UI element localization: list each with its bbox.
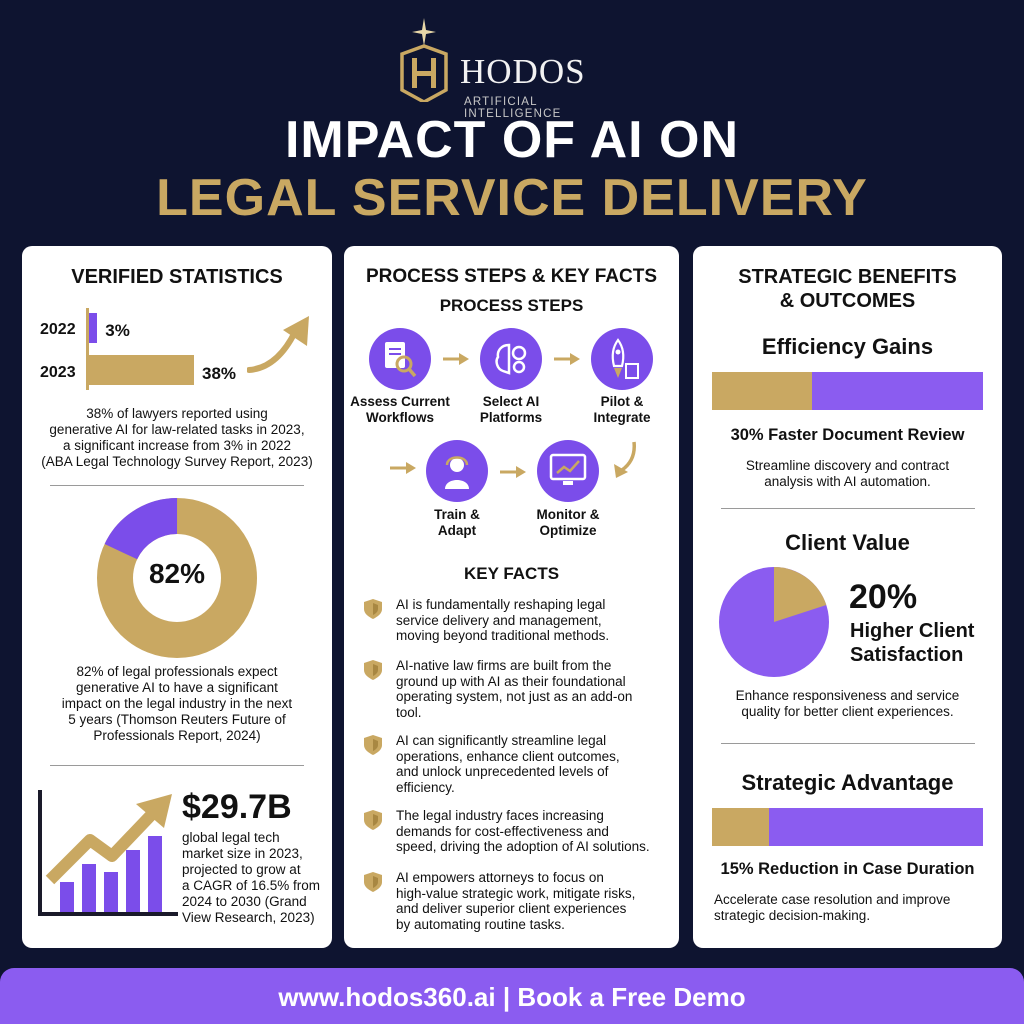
brain-gear-icon	[495, 343, 527, 375]
arrow-right-icon	[390, 462, 416, 474]
footer-cta-link[interactable]: www.hodos360.ai | Book a Free Demo	[278, 982, 746, 1012]
step-5-circle	[537, 440, 599, 502]
bar-label-2022: 3%	[105, 321, 130, 340]
arrow-right-icon	[443, 353, 469, 365]
trend-up-arrow-icon	[247, 316, 309, 373]
title-line-2: LEGAL SERVICE DELIVERY	[156, 169, 868, 227]
efficiency-bar-fill	[712, 372, 813, 410]
curved-arrow-icon	[614, 441, 636, 478]
donut-chart	[97, 498, 257, 658]
verified-statistics-card: VERIFIED STATISTICS 2022 2023 3% 38% 38%…	[22, 246, 332, 948]
bar-label-2023: 38%	[202, 364, 237, 383]
bar-category-2022: 2022	[40, 321, 76, 338]
shield-icon	[364, 599, 382, 619]
process-heading: PROCESS STEPS & KEY FACTS	[365, 266, 658, 287]
steps-heading: PROCESS STEPS	[439, 296, 584, 315]
process-card: PROCESS STEPS & KEY FACTS PROCESS STEPS …	[344, 246, 679, 948]
divider	[721, 508, 975, 509]
divider	[50, 485, 304, 486]
step-5-label: Monitor &Optimize	[536, 507, 600, 538]
client-pct: 20%	[849, 578, 918, 616]
divider	[721, 743, 975, 744]
logo-name: HODOS	[460, 52, 586, 91]
market-caption: global legal tech market size in 2023, p…	[182, 830, 321, 925]
document-search-icon	[385, 342, 417, 378]
growth-chart-icon	[38, 790, 178, 916]
arrow-right-icon	[500, 466, 526, 478]
rocket-icon	[611, 338, 639, 379]
monitor-chart-icon	[549, 453, 587, 485]
hodos-logo-icon	[400, 18, 448, 102]
client-pie-chart	[719, 567, 829, 677]
bar-category-2023: 2023	[40, 364, 76, 381]
bar-2023	[89, 355, 194, 385]
strategic-bar-fill	[712, 808, 769, 846]
shield-icon	[364, 660, 382, 680]
step-4-label: Train &Adapt	[434, 507, 480, 538]
benefits-heading-1: STRATEGIC BENEFITS	[738, 266, 957, 288]
step-3-label: Pilot &Integrate	[593, 394, 651, 425]
market-value: $29.7B	[182, 788, 292, 826]
shield-icon	[364, 735, 382, 755]
divider	[50, 765, 304, 766]
shield-icon	[364, 872, 382, 892]
donut-caption: 82% of legal professionals expect genera…	[61, 664, 293, 743]
bar-axis	[86, 308, 89, 390]
step-2-circle	[480, 328, 542, 390]
donut-center-label: 82%	[148, 558, 206, 589]
bar-2022	[89, 313, 98, 343]
client-title: Client Value	[785, 530, 910, 555]
shield-icon	[364, 810, 382, 830]
facts-heading: KEY FACTS	[463, 564, 560, 583]
logo: HODOS ARTIFICIAL INTELLIGENCE	[398, 18, 638, 120]
title-line-1: IMPACT OF AI ON	[284, 111, 740, 169]
benefits-heading-2: & OUTCOMES	[779, 290, 916, 312]
bar-caption: 38% of lawyers reported using generative…	[41, 406, 313, 469]
strategic-bar	[712, 808, 983, 846]
efficiency-bar	[712, 372, 983, 410]
step-1-circle	[369, 328, 431, 390]
benefits-card: STRATEGIC BENEFITS & OUTCOMES Efficiency…	[693, 246, 1002, 948]
step-4-circle	[426, 440, 488, 502]
stats-heading: VERIFIED STATISTICS	[71, 266, 283, 288]
strategic-metric: 15% Reduction in Case Duration	[720, 860, 975, 878]
footer-banner[interactable]: www.hodos360.ai | Book a Free Demo	[0, 968, 1024, 1024]
strategic-title: Strategic Advantage	[741, 770, 954, 795]
efficiency-metric: 30% Faster Document Review	[730, 426, 965, 444]
donut-slice	[97, 498, 257, 658]
headset-person-icon	[445, 456, 469, 489]
arrow-right-icon	[554, 353, 580, 365]
step-3-circle	[591, 328, 653, 390]
efficiency-title: Efficiency Gains	[761, 334, 934, 359]
logo-tagline: ARTIFICIAL INTELLIGENCE	[464, 96, 562, 120]
pie-slice	[774, 567, 827, 622]
